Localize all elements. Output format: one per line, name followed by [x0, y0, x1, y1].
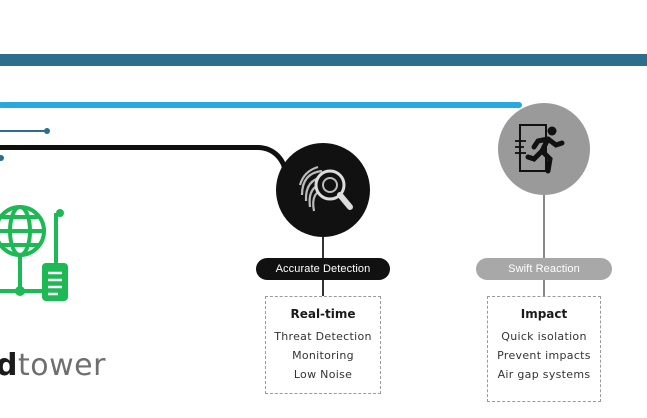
black-flow-line — [0, 145, 288, 185]
detection-label-pill: Accurate Detection — [256, 258, 390, 280]
detection-card-item: Monitoring — [292, 349, 354, 362]
globe-document-icon — [0, 205, 68, 301]
brand-part-bold: d — [0, 348, 18, 383]
reaction-card-item: Quick isolation — [501, 330, 587, 343]
fingerprint-magnifier-icon — [298, 165, 353, 212]
reaction-card-item: Prevent impacts — [497, 349, 591, 362]
detection-card-item: Low Noise — [293, 368, 353, 381]
reaction-card: Impact Quick isolation Prevent impacts A… — [487, 296, 601, 402]
detection-card-connector — [322, 280, 324, 296]
blue-thin-line — [0, 130, 46, 132]
black-line-start-dot — [0, 155, 4, 161]
top-banner-bar — [0, 54, 647, 66]
reaction-card-title: Impact — [520, 307, 568, 321]
brand-wordmark: dtower — [0, 348, 106, 383]
reaction-label-pill: Swift Reaction — [476, 258, 612, 280]
detection-node — [276, 143, 370, 237]
reaction-node — [498, 103, 590, 195]
detection-connector-line — [322, 237, 324, 259]
reaction-card-connector — [543, 280, 545, 296]
reaction-connector-line — [543, 195, 545, 259]
brand-part-light: tower — [17, 348, 106, 383]
blue-thin-line-end-dot — [44, 128, 50, 134]
detection-card: Real-time Threat Detection Monitoring Lo… — [265, 296, 381, 394]
blue-line-start-dot — [0, 102, 4, 108]
blue-flow-line — [0, 102, 522, 108]
detection-card-title: Real-time — [290, 307, 356, 321]
running-exit-icon — [515, 124, 565, 174]
detection-card-item: Threat Detection — [274, 330, 372, 343]
reaction-card-item: Air gap systems — [497, 368, 591, 381]
